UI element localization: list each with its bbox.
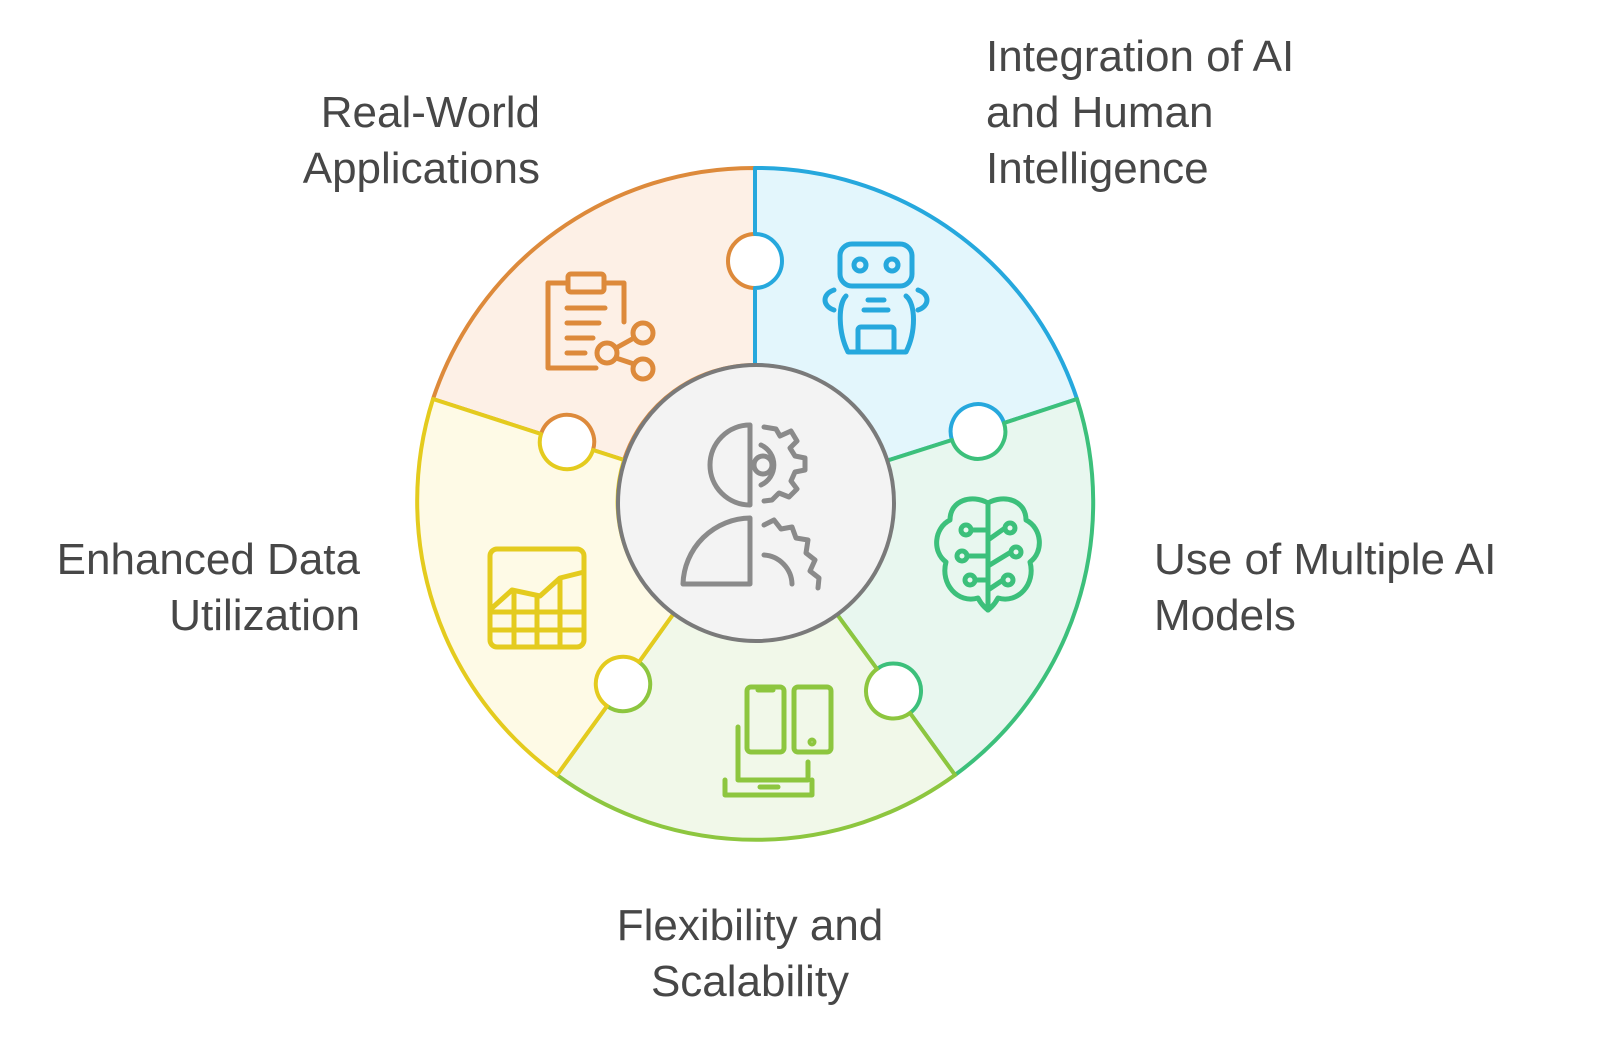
brain-circuit-icon — [934, 496, 1042, 613]
segment-multiple — [834, 397, 1096, 777]
label-integration: Integration of AI and Human Intelligence — [986, 29, 1294, 197]
label-flexibility: Flexibility and Scalability — [600, 898, 900, 1010]
label-enhanced-line: Utilization — [169, 591, 360, 640]
segment-real-world — [431, 165, 757, 462]
label-real-world-line: Applications — [302, 144, 540, 193]
brain-gear-icon — [680, 422, 822, 591]
segment-integration — [753, 165, 1079, 463]
clipboard-share-icon — [545, 271, 656, 382]
label-flexibility-line: Flexibility and — [616, 901, 884, 950]
label-enhanced-data: Enhanced Data Utilization — [57, 532, 360, 644]
label-multiple-models: Use of Multiple AI Models — [1154, 532, 1496, 644]
center-circle — [616, 363, 896, 643]
label-integration-line: and Human — [986, 88, 1214, 137]
label-multiple-line: Models — [1154, 591, 1296, 640]
label-flexibility-line: Scalability — [650, 957, 850, 1006]
label-integration-line: Integration of AI — [986, 32, 1295, 81]
label-multiple-line: Use of Multiple AI — [1154, 535, 1497, 584]
label-enhanced-line: Enhanced Data — [56, 535, 360, 584]
devices-icon — [722, 684, 834, 798]
label-real-world: Real-World Applications — [303, 85, 540, 197]
segment-enhanced — [415, 397, 676, 777]
chart-table-icon — [487, 546, 587, 650]
label-integration-line: Intelligence — [986, 144, 1209, 193]
robot-icon — [822, 241, 930, 355]
segment-flexibility — [555, 611, 957, 842]
label-real-world-line: Real-World — [320, 88, 540, 137]
